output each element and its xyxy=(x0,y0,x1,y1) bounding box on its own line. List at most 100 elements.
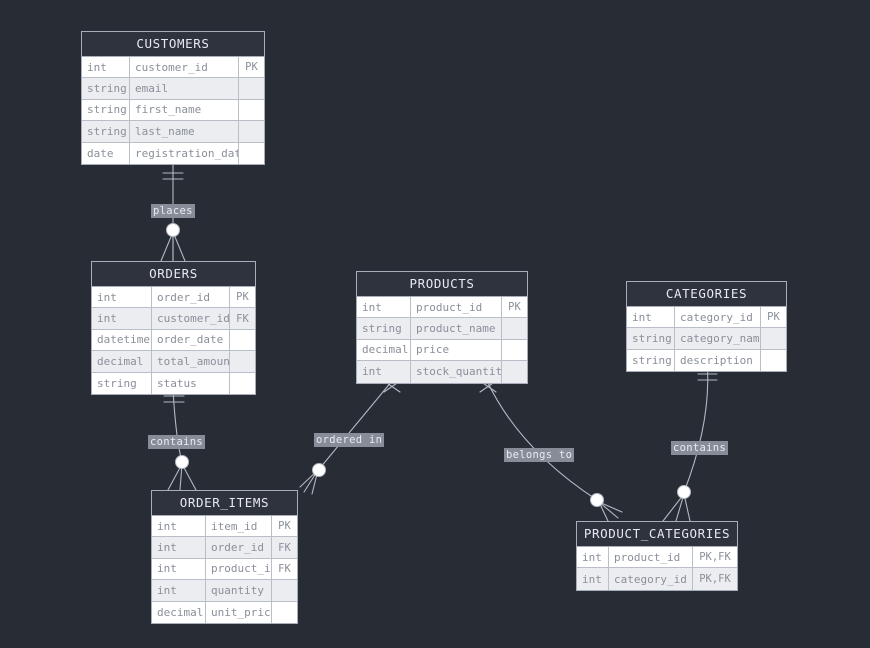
attribute-type: int xyxy=(357,297,411,318)
attribute-key xyxy=(230,373,255,394)
attribute-key xyxy=(502,361,527,382)
attribute-key xyxy=(502,318,527,338)
attribute-type: string xyxy=(82,78,130,99)
attribute-type: string xyxy=(82,99,130,121)
entity-title: PRODUCT_CATEGORIES xyxy=(577,522,737,547)
attribute-key: PK xyxy=(236,291,249,304)
relationship-label: ordered in xyxy=(314,433,385,447)
relationship-label: places xyxy=(151,204,195,218)
attribute-type: string xyxy=(82,121,130,142)
attribute-name: unit_price xyxy=(206,601,272,623)
attribute-type: datetime xyxy=(92,329,152,351)
attribute-name: total_amount xyxy=(152,351,230,372)
attribute-name: order_id xyxy=(206,537,272,558)
attribute-name: product_id xyxy=(609,547,693,568)
attribute-key xyxy=(230,330,255,350)
entity-title: ORDER_ITEMS xyxy=(152,491,297,516)
attribute-name: product_id xyxy=(206,558,272,580)
attribute-key: PK,FK xyxy=(699,573,731,586)
edge-products-productcategories xyxy=(486,380,598,501)
attribute-name: customer_id xyxy=(152,308,230,329)
attribute-key: PK xyxy=(767,311,780,324)
attribute-type: int xyxy=(357,361,411,383)
attribute-type: int xyxy=(627,307,675,328)
attribute-type: decimal xyxy=(92,351,152,372)
attribute-name: item_id xyxy=(206,516,272,537)
attribute-key xyxy=(272,580,297,600)
attribute-name: price xyxy=(411,339,502,361)
attribute-type: int xyxy=(152,558,206,580)
attribute-key: PK xyxy=(245,61,258,74)
attribute-name: order_id xyxy=(152,287,230,308)
attribute-key xyxy=(230,351,255,371)
attribute-key xyxy=(761,350,786,371)
attribute-type: int xyxy=(92,308,152,329)
attribute-name: first_name xyxy=(130,99,239,121)
attribute-key xyxy=(502,340,527,360)
attribute-name: customer_id xyxy=(130,57,239,78)
attribute-type: string xyxy=(627,349,675,372)
attribute-type: decimal xyxy=(357,339,411,361)
attribute-name: status xyxy=(152,372,230,394)
relationship-label: contains xyxy=(671,441,728,455)
attribute-key: FK xyxy=(236,312,249,325)
attribute-key xyxy=(272,602,297,623)
attribute-type: date xyxy=(82,142,130,164)
edge-orders-orderitems xyxy=(172,389,183,463)
attribute-type: int xyxy=(152,537,206,558)
attribute-name: last_name xyxy=(130,121,239,142)
entity-title: CATEGORIES xyxy=(627,282,786,307)
attribute-name: stock_quantity xyxy=(411,361,502,383)
attribute-type: int xyxy=(152,516,206,537)
attribute-name: description xyxy=(675,349,761,372)
attribute-name: category_id xyxy=(609,568,693,590)
attribute-type: int xyxy=(577,547,609,568)
entity-title: PRODUCTS xyxy=(357,272,527,297)
attribute-key xyxy=(239,100,264,120)
edge-products-orderitems xyxy=(319,380,393,469)
entity-title: CUSTOMERS xyxy=(82,32,264,57)
attribute-name: product_id xyxy=(411,297,502,318)
attribute-key: FK xyxy=(278,562,291,575)
attribute-type: string xyxy=(357,318,411,339)
attribute-key xyxy=(239,78,264,98)
attribute-type: int xyxy=(82,57,130,78)
entity-title: ORDERS xyxy=(92,262,255,287)
attribute-name: product_name xyxy=(411,318,502,339)
attribute-name: order_date xyxy=(152,329,230,351)
relationship-label: belongs to xyxy=(504,448,575,462)
attribute-type: decimal xyxy=(152,601,206,623)
attribute-name: quantity xyxy=(206,580,272,601)
attribute-type: string xyxy=(92,372,152,394)
attribute-name: email xyxy=(130,78,239,99)
